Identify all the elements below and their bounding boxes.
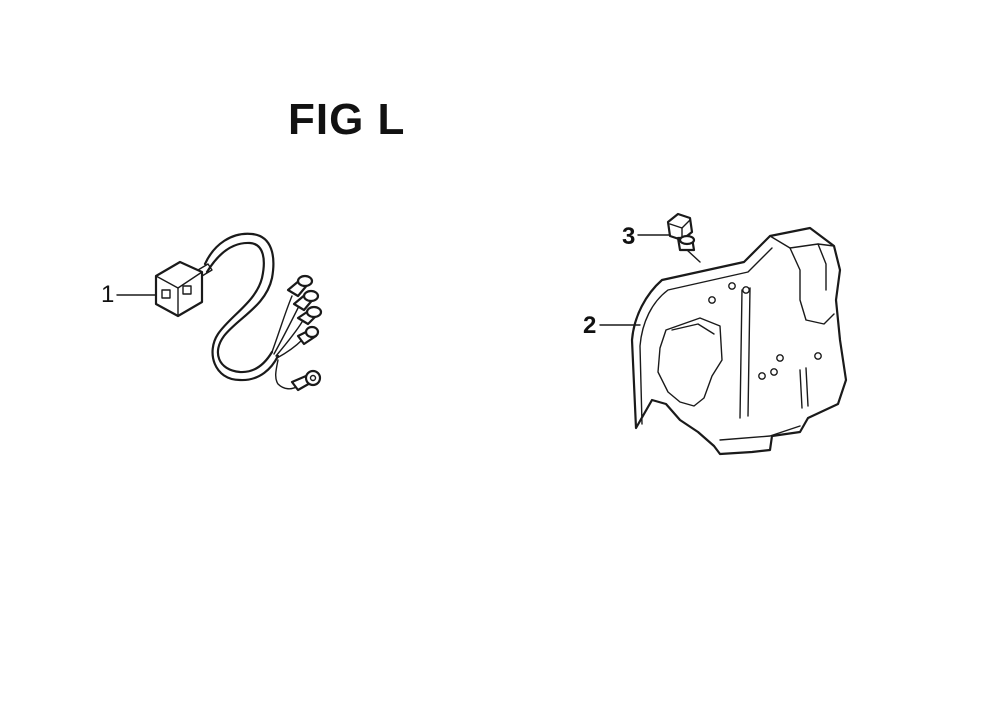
callout-label-2: 2 [583,312,597,339]
terminal-3 [296,305,323,326]
callout-label-3: 3 [622,223,636,250]
figure-title: FIG L [288,95,406,144]
terminal-4 [296,325,320,346]
wire-harness-drawing [116,232,323,392]
terminal-1 [286,274,314,298]
ring-terminals [286,274,323,392]
shield-cover-drawing [599,226,848,456]
connector-block [154,260,213,318]
callout-label-1: 1 [101,281,115,308]
mounting-holes [708,282,822,380]
bolt-drawing [637,212,701,263]
terminal-2 [292,289,320,312]
branch-wires [271,295,303,390]
terminal-5 [290,369,322,392]
cable-loop [203,232,280,382]
